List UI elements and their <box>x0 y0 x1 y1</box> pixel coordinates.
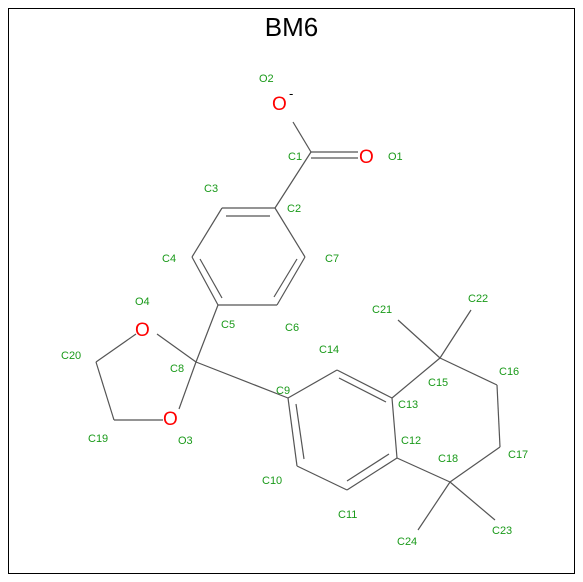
bond-c4-c5-inner <box>199 258 223 299</box>
atom-label-o2: O2 <box>259 73 274 85</box>
bond-c10-c9-inner <box>295 403 305 460</box>
bond-o2-c1 <box>292 121 312 153</box>
bond-c9-c14 <box>287 369 338 399</box>
bond-c12-c11-inner <box>346 453 390 482</box>
bond-c13-c15 <box>391 357 441 399</box>
bond-c18-c24 <box>417 481 451 531</box>
atom-label-c5: C5 <box>221 319 235 331</box>
atom-label-c10: C10 <box>262 475 282 487</box>
atom-label-c9: C9 <box>276 385 290 397</box>
atom-label-c6: C6 <box>285 322 299 334</box>
atom-label-c8: C8 <box>170 363 184 375</box>
atom-label-c17: C17 <box>508 449 528 461</box>
bond-c20-c19 <box>95 361 115 421</box>
bond-c15-c22 <box>439 309 472 359</box>
bond-c15-c16 <box>439 357 498 386</box>
atom-label-c1: C1 <box>288 151 302 163</box>
bond-c6-c7-inner <box>273 258 298 298</box>
atom-label-c23: C23 <box>492 525 512 537</box>
atom-label-layer: O2 O1 C1 C2 C3 C4 C5 C6 C7 O4 C8 C20 C19… <box>61 73 528 548</box>
atom-label-c18: C18 <box>438 453 458 465</box>
atom-label-c11: C11 <box>338 509 357 521</box>
atom-label-c19: C19 <box>88 433 108 445</box>
atom-label-c22: C22 <box>468 293 488 305</box>
bond-o3-c8 <box>178 361 197 410</box>
bond-c5-c8 <box>195 304 219 363</box>
atom-label-c7: C7 <box>325 253 339 265</box>
atom-label-o3: O3 <box>178 435 193 447</box>
diagram-frame <box>8 8 575 574</box>
bond-c13-c12 <box>391 397 398 459</box>
atom-label-c20: C20 <box>61 350 81 362</box>
charge-o2: - <box>289 86 293 101</box>
atom-label-c21: C21 <box>372 304 392 316</box>
atom-label-c13: C13 <box>398 399 418 411</box>
atom-label-o4: O4 <box>135 296 150 308</box>
bond-c18-c12 <box>396 457 451 483</box>
bond-c14-c13 <box>336 369 393 399</box>
bond-c1-c2 <box>274 151 312 209</box>
bond-c14-c13-inner <box>338 377 387 403</box>
bond-c15-c21 <box>397 319 441 359</box>
atom-label-c16: C16 <box>499 366 519 378</box>
atom-label-c2: C2 <box>287 203 301 215</box>
bond-c4-c5 <box>191 256 219 306</box>
heteroatom-layer: O - O O O <box>135 86 374 430</box>
atom-label-c14: C14 <box>319 344 339 356</box>
atom-label-c12: C12 <box>401 435 421 447</box>
bond-c3-c4 <box>191 207 223 258</box>
atom-label-c24: C24 <box>397 536 417 548</box>
atom-label-c3: C3 <box>204 183 218 195</box>
diagram-title: BM6 <box>264 12 319 42</box>
atom-symbol-o1: O <box>359 147 374 168</box>
bond-c12-c11 <box>346 457 398 491</box>
bond-c7-c2 <box>274 207 306 258</box>
bond-c11-c10 <box>296 465 348 491</box>
atom-label-c15: C15 <box>428 377 448 389</box>
bond-c17-c18 <box>449 446 501 483</box>
bond-c10-c9 <box>287 397 298 467</box>
bond-c18-c23 <box>449 481 496 521</box>
bond-layer <box>95 121 501 531</box>
atom-symbol-o2: O <box>272 94 287 115</box>
atom-symbol-o4: O <box>135 320 150 341</box>
atom-label-o1: O1 <box>388 151 403 163</box>
atom-label-c4: C4 <box>162 253 176 265</box>
atom-symbol-o3: O <box>163 409 178 430</box>
bond-c8-c9 <box>195 361 289 399</box>
bond-c8-o4 <box>156 333 197 363</box>
bond-o4-c20 <box>95 333 137 363</box>
bond-c6-c7 <box>276 256 306 306</box>
bond-c16-c17 <box>496 384 501 448</box>
